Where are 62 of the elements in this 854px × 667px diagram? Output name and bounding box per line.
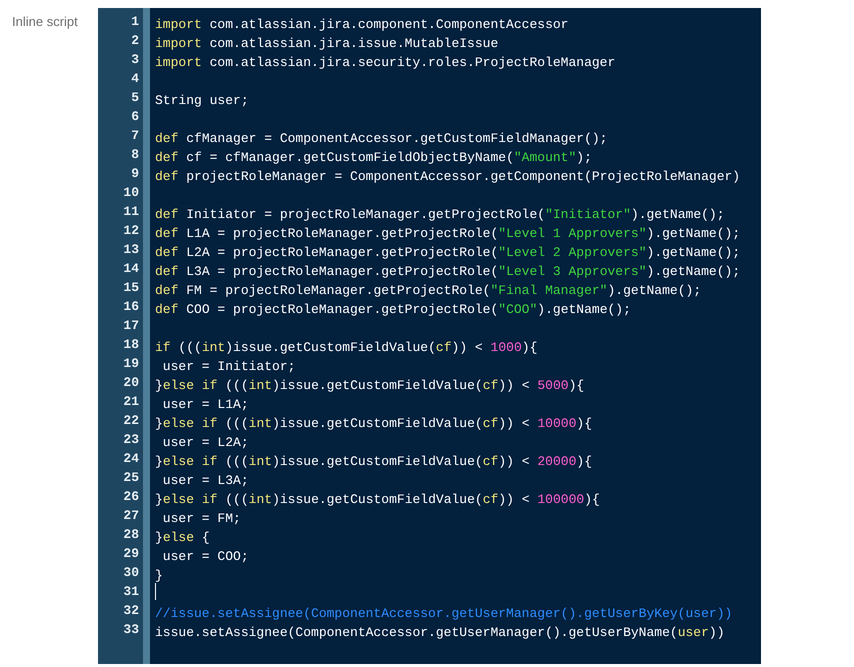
line-number: 10 — [123, 184, 139, 202]
line-number: 5 — [131, 89, 139, 107]
code-line: issue.setAssignee(ComponentAccessor.getUserManager().getUserByName(user)) — [155, 625, 725, 640]
line-number: 31 — [123, 583, 139, 601]
line-number: 27 — [123, 507, 139, 525]
line-number: 7 — [131, 127, 139, 145]
code-line: def FM = projectRoleManager.getProjectRole("Final Manager").getName(); — [155, 283, 702, 298]
line-number: 20 — [123, 374, 139, 392]
code-line: user = L3A; — [162, 473, 249, 488]
code-line: def COO = projectRoleManager.getProjectRole("COO").getName(); — [155, 302, 631, 317]
code-line: }else if (((int)issue.getCustomFieldValue(cf)) < 100000){ — [155, 492, 600, 507]
code-line: } — [155, 568, 163, 583]
line-number: 23 — [123, 431, 139, 449]
code-line: def cfManager = ComponentAccessor.getCustomFieldManager(); — [155, 131, 608, 146]
line-number: 17 — [123, 317, 139, 335]
line-number: 24 — [123, 450, 139, 468]
code-line: def L1A = projectRoleManager.getProjectRole("Level 1 Approvers").getName(); — [155, 226, 740, 241]
line-number: 1 — [131, 13, 139, 31]
line-number: 30 — [123, 564, 139, 582]
line-number: 3 — [131, 51, 139, 69]
field-label: Inline script — [12, 14, 78, 30]
line-number: 26 — [123, 488, 139, 506]
code-line: def Initiator = projectRoleManager.getProjectRole("Initiator").getName(); — [155, 207, 725, 222]
line-number: 12 — [123, 222, 139, 240]
line-number: 14 — [123, 260, 139, 278]
code-line: //issue.setAssignee(ComponentAccessor.getUserManager().getUserByKey(user)) — [155, 606, 732, 621]
line-number: 13 — [123, 241, 139, 259]
line-number: 2 — [131, 32, 139, 50]
line-number: 22 — [123, 412, 139, 430]
code-line: }else if (((int)issue.getCustomFieldValue(cf)) < 5000){ — [155, 378, 584, 393]
line-number: 29 — [123, 545, 139, 563]
line-number: 15 — [123, 279, 139, 297]
code-line: String user; — [155, 93, 249, 108]
code-line: import com.atlassian.jira.component.ComponentAccessor — [155, 17, 568, 32]
code-line: def cf = cfManager.getCustomFieldObjectByName("Amount"); — [155, 150, 592, 165]
code-line: }else { — [155, 530, 210, 545]
line-number: 4 — [131, 70, 139, 88]
code-line: def L2A = projectRoleManager.getProjectRole("Level 2 Approvers").getName(); — [155, 245, 740, 260]
line-number: 11 — [123, 203, 139, 221]
line-number: 6 — [131, 108, 139, 126]
code-line: user = L1A; — [162, 397, 249, 412]
line-number: 19 — [123, 355, 139, 373]
code-line: def projectRoleManager = ComponentAccessor.getComponent(ProjectRoleManager) — [155, 169, 740, 184]
code-line: import com.atlassian.jira.issue.MutableIssue — [155, 36, 498, 51]
line-number: 9 — [131, 165, 139, 183]
code-line: user = Initiator; — [162, 359, 296, 374]
code-line: import com.atlassian.jira.security.roles.ProjectRoleManager — [155, 55, 616, 70]
line-number: 16 — [123, 298, 139, 316]
code-line: }else if (((int)issue.getCustomFieldValue(cf)) < 10000){ — [155, 416, 592, 431]
line-number: 28 — [123, 526, 139, 544]
code-line: user = L2A; — [162, 435, 249, 450]
code-line: }else if (((int)issue.getCustomFieldValue(cf)) < 20000){ — [155, 454, 592, 469]
code-line: user = FM; — [162, 511, 241, 526]
line-number: 21 — [123, 393, 139, 411]
code-line: user = COO; — [162, 549, 249, 564]
code-line: def L3A = projectRoleManager.getProjectRole("Level 3 Approvers").getName(); — [155, 264, 740, 279]
line-number: 8 — [131, 146, 139, 164]
line-number: 18 — [123, 336, 139, 354]
line-number: 33 — [123, 621, 139, 639]
code-line: if (((int)issue.getCustomFieldValue(cf)) < 1000){ — [155, 340, 538, 355]
line-number: 25 — [123, 469, 139, 487]
line-number: 32 — [123, 602, 139, 620]
